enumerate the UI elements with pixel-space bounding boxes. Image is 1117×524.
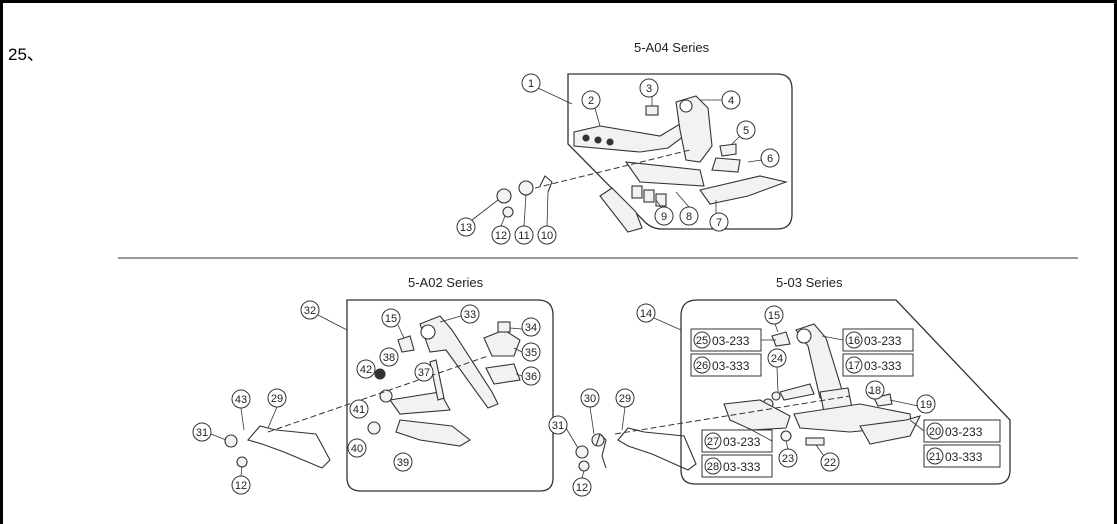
callout-a02-38: 38 — [383, 352, 395, 364]
callout-a04-11: 11 — [518, 230, 529, 242]
code-box-26-num: 26 — [696, 360, 708, 372]
s03-assembly-line — [614, 395, 851, 435]
callout-a02-39: 39 — [397, 457, 409, 469]
callout-a02-42: 42 — [360, 364, 372, 376]
a04-outline-box — [567, 73, 793, 230]
code-box-20-code: 03-233 — [945, 425, 983, 439]
callout-a04-6: 6 — [767, 153, 773, 165]
callout-a02-34: 34 — [525, 322, 537, 334]
callout-a02-36: 36 — [525, 371, 537, 383]
callout-s03-12: 12 — [576, 482, 588, 494]
callout-s03-22: 22 — [824, 457, 836, 469]
a02-outline-box — [346, 299, 554, 492]
callout-s03-29: 29 — [619, 393, 631, 405]
callout-a04-3: 3 — [646, 83, 652, 95]
callout-a04-7: 7 — [716, 217, 722, 229]
code-box-26-code: 03-333 — [712, 359, 750, 373]
code-box-20-num: 20 — [929, 426, 941, 438]
code-box-25-code: 03-233 — [712, 334, 750, 348]
callout-a02-31: 31 — [196, 427, 208, 439]
code-box-17: 17 03-333 — [842, 353, 914, 377]
callout-a02-43: 43 — [235, 394, 247, 406]
section-index-label: 25、 — [8, 45, 44, 64]
callout-s03-18: 18 — [869, 385, 881, 397]
code-box-27-num: 27 — [707, 436, 719, 448]
callout-s03-30: 30 — [584, 393, 596, 405]
a04-spring — [539, 175, 553, 193]
code-box-17-num: 17 — [848, 360, 860, 372]
callout-a04-2: 2 — [588, 95, 594, 107]
callout-s03-23: 23 — [782, 453, 794, 465]
callout-a04-9: 9 — [661, 211, 667, 223]
code-box-21: 21 03-333 — [923, 444, 1001, 468]
code-box-28-num: 28 — [707, 461, 719, 473]
callout-s03-14: 14 — [640, 308, 652, 320]
code-box-16: 16 03-233 — [842, 328, 914, 352]
callout-a02-15: 15 — [385, 313, 397, 325]
callout-s03-24: 24 — [771, 353, 783, 365]
callout-a02-37: 37 — [418, 367, 430, 379]
callout-s03-15: 15 — [768, 310, 780, 322]
callout-s03-19: 19 — [920, 399, 932, 411]
code-box-20: 20 03-233 — [923, 419, 1001, 443]
code-box-26: 26 03-333 — [690, 353, 762, 377]
a04-parts — [496, 95, 788, 233]
code-box-17-code: 03-333 — [864, 359, 902, 373]
code-box-21-code: 03-333 — [945, 450, 983, 464]
callout-a02-41: 41 — [353, 404, 365, 416]
callout-a02-35: 35 — [525, 347, 537, 359]
title-5-03-series: 5-03 Series — [776, 275, 843, 290]
callout-a04-8: 8 — [686, 211, 692, 223]
callout-a04-12: 12 — [495, 230, 507, 242]
callout-a04-5: 5 — [743, 125, 749, 137]
code-box-28-code: 03-333 — [723, 460, 761, 474]
callout-s03-31: 31 — [552, 420, 564, 432]
code-box-27: 27 03-233 — [701, 429, 773, 453]
code-box-25: 25 03-233 — [690, 328, 762, 352]
callout-a02-32: 32 — [304, 305, 316, 317]
code-box-28: 28 03-333 — [701, 454, 773, 478]
callout-a02-29: 29 — [271, 393, 283, 405]
callout-a02-33: 33 — [464, 309, 476, 321]
callout-a04-10: 10 — [541, 230, 553, 242]
callout-a04-1: 1 — [528, 78, 534, 90]
code-box-25-num: 25 — [696, 335, 708, 347]
title-5-a02-series: 5-A02 Series — [408, 275, 484, 290]
code-box-21-num: 21 — [929, 451, 941, 463]
s03-parts — [575, 323, 922, 472]
code-box-16-num: 16 — [848, 335, 860, 347]
s03-outline-box — [680, 299, 1011, 485]
callout-a04-13: 13 — [460, 222, 472, 234]
callout-a04-4: 4 — [728, 95, 734, 107]
callout-a02-40: 40 — [351, 443, 363, 455]
a02-parts — [224, 315, 521, 469]
s03-spring — [595, 432, 607, 469]
callout-a02-12: 12 — [235, 480, 247, 492]
title-5-a04-series: 5-A04 Series — [634, 40, 710, 55]
a02-assembly-line — [267, 355, 489, 433]
code-box-27-code: 03-233 — [723, 435, 761, 449]
code-box-16-code: 03-233 — [864, 334, 902, 348]
